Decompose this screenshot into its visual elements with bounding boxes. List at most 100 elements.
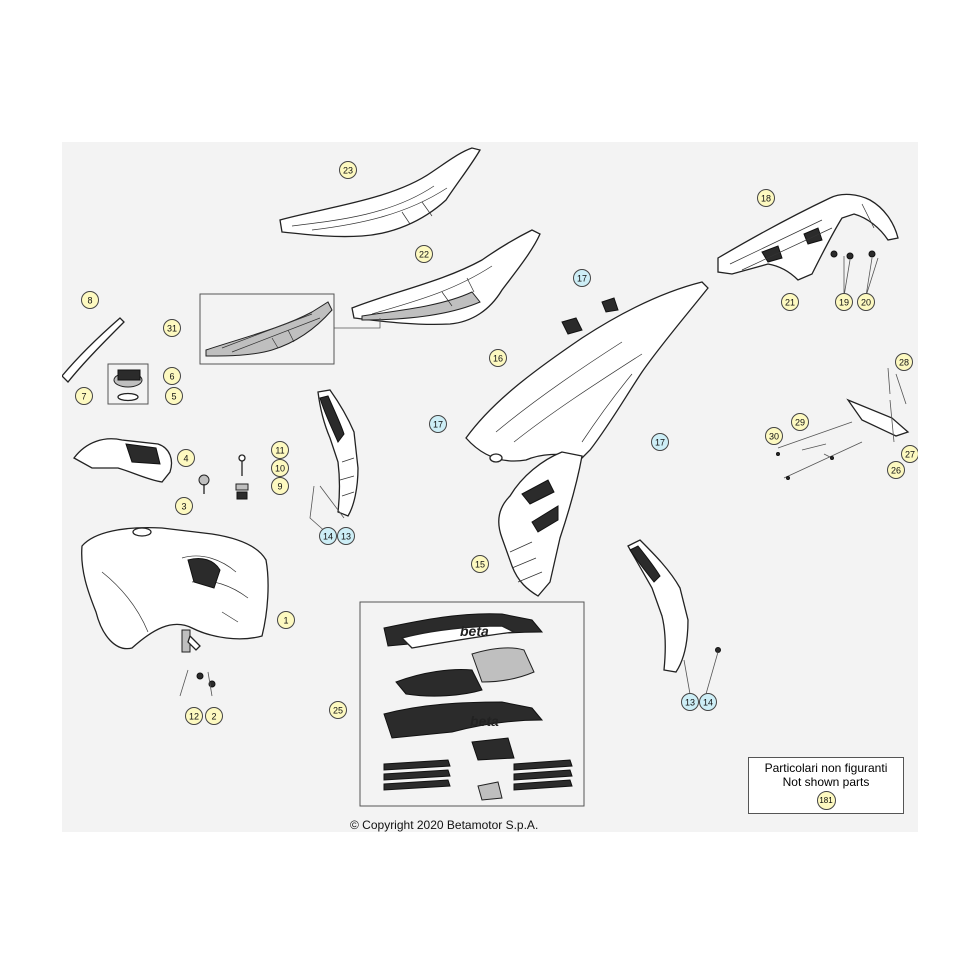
- callout-label: 29: [795, 418, 805, 428]
- decal-brand-front: beta: [460, 623, 489, 639]
- callout-c1: 1: [277, 611, 295, 629]
- callout-label: 27: [905, 450, 915, 460]
- callout-circle: [781, 293, 799, 311]
- callout-circle: [757, 189, 775, 207]
- seat-cover: [205, 301, 333, 357]
- callout-circle: [471, 555, 489, 573]
- callout-c17a: 17: [429, 415, 447, 433]
- decal-kit-box: [359, 601, 585, 807]
- callout-label: 3: [181, 502, 186, 512]
- callout-label: 17: [433, 420, 443, 430]
- callout-c13b: 13: [681, 693, 699, 711]
- callout-label: 21: [785, 298, 795, 308]
- callout-c30: 30: [765, 427, 783, 445]
- rear-side-panel: [465, 281, 709, 463]
- callout-label: 13: [685, 698, 695, 708]
- callout-c16: 16: [489, 349, 507, 367]
- callout-circle: [415, 245, 433, 263]
- callout-circle: [163, 319, 181, 337]
- callout-label: 8: [87, 296, 92, 306]
- callout-circle: [429, 415, 447, 433]
- callout-circle: [329, 701, 347, 719]
- front-number-plate: [498, 451, 583, 597]
- callout-c26: 26: [887, 461, 905, 479]
- callout-label: 11: [275, 446, 284, 456]
- not-shown-parts-box: Particolari non figuranti Not shown part…: [748, 757, 904, 814]
- callout-circle: [765, 427, 783, 445]
- callout-label: 4: [183, 454, 188, 464]
- callout-label: 23: [343, 166, 353, 176]
- callout-circle: [791, 413, 809, 431]
- not-shown-badge: 181: [816, 791, 836, 810]
- callout-label: 14: [323, 532, 333, 542]
- callout-circle: [185, 707, 203, 725]
- callout-label: 22: [419, 250, 429, 260]
- callout-label: 20: [861, 298, 871, 308]
- callout-circle: [177, 449, 195, 467]
- callout-circle: [651, 433, 669, 451]
- callout-circle: [271, 477, 289, 495]
- callout-c12: 12: [185, 707, 203, 725]
- callout-c9: 9: [271, 477, 289, 495]
- callout-circle: [75, 387, 93, 405]
- callout-label: 5: [171, 392, 176, 402]
- callout-c20: 20: [857, 293, 875, 311]
- callout-c14a: 14: [319, 527, 337, 545]
- callout-c27: 27: [901, 445, 918, 463]
- tank-valve: [198, 474, 210, 494]
- callout-label: 19: [839, 298, 849, 308]
- callout-c28: 28: [895, 353, 913, 371]
- callout-label: 12: [189, 712, 199, 722]
- not-shown-title-en: Not shown parts: [782, 775, 870, 789]
- callout-circle: [573, 269, 591, 287]
- callout-label: 14: [703, 698, 713, 708]
- callout-circle: [165, 387, 183, 405]
- callout-circle: [205, 707, 223, 725]
- callout-c4: 4: [177, 449, 195, 467]
- rear-mudguard: [717, 193, 899, 281]
- callout-c22: 22: [415, 245, 433, 263]
- callout-label: 1: [283, 616, 288, 626]
- tank-cover: [73, 438, 173, 483]
- fuel-tank: [81, 526, 269, 650]
- seat-cover-box: [199, 293, 335, 365]
- callout-c21: 21: [781, 293, 799, 311]
- callout-label: 18: [761, 194, 771, 204]
- callout-circle: [339, 161, 357, 179]
- not-shown-title-it: Particolari non figuranti: [764, 761, 888, 775]
- side-panel-right: [627, 539, 721, 673]
- callout-label: 17: [577, 274, 587, 284]
- fuel-cap-box: [107, 363, 149, 405]
- callout-circle: [699, 693, 717, 711]
- callout-c6: 6: [163, 367, 181, 385]
- callout-circle: [81, 291, 99, 309]
- callout-circle: [277, 611, 295, 629]
- callout-label: 15: [475, 560, 485, 570]
- callout-c29: 29: [791, 413, 809, 431]
- callout-c23: 23: [339, 161, 357, 179]
- callout-circle: [895, 353, 913, 371]
- callout-c18: 18: [757, 189, 775, 207]
- callout-circle: [901, 445, 918, 463]
- copyright-notice: © Copyright 2020 Betamotor S.p.A.: [350, 818, 539, 832]
- callout-c17c: 17: [651, 433, 669, 451]
- callout-label: 31: [167, 324, 177, 334]
- callout-c15: 15: [471, 555, 489, 573]
- callout-c7: 7: [75, 387, 93, 405]
- callout-label: 25: [333, 706, 343, 716]
- callout-c14b: 14: [699, 693, 717, 711]
- callout-label: 28: [899, 358, 909, 368]
- fuel-cap: [113, 369, 143, 402]
- callout-circle: [489, 349, 507, 367]
- side-panel-left: [317, 389, 359, 517]
- callout-circle: [887, 461, 905, 479]
- license-plate-holder: [776, 367, 910, 480]
- callout-circle: [175, 497, 193, 515]
- callout-label: 7: [81, 392, 86, 402]
- callout-c31: 31: [163, 319, 181, 337]
- callout-circle: [337, 527, 355, 545]
- callout-label: 2: [211, 712, 216, 722]
